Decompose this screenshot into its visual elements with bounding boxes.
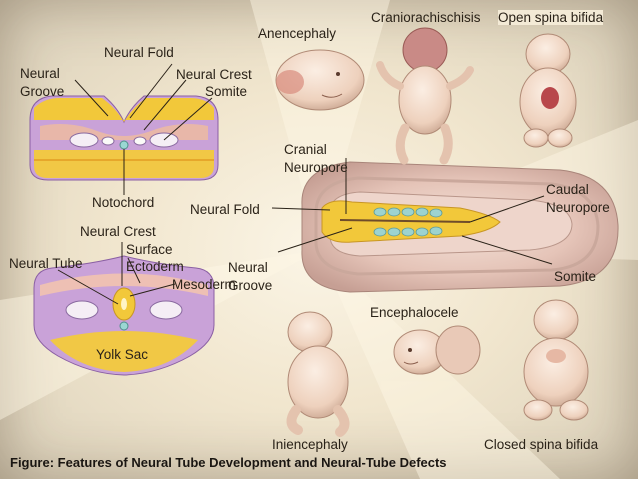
label-cranial-neuropore-line2: Neuropore [284, 160, 348, 175]
label-craniorachischisis: Craniorachischisis [371, 10, 481, 25]
label-neural-tube: Neural Tube [9, 256, 83, 271]
label-somite-top: Somite [205, 84, 248, 99]
open-spina-bifida-figure [519, 33, 577, 148]
label-yolk-sac: Yolk Sac [96, 347, 149, 362]
label-neural-groove-line1: Neural [20, 66, 60, 81]
label-somite-embryo: Somite [554, 269, 597, 284]
label-encephalocele: Encephalocele [370, 305, 459, 320]
embryo-leader-lines [271, 158, 553, 265]
label-anencephaly: Anencephaly [258, 26, 337, 41]
label-neural-crest-bottom: Neural Crest [80, 224, 156, 239]
label-cranial-neuropore-line1: Cranial [284, 142, 327, 157]
encephalocele-figure [393, 325, 481, 375]
craniorachischisis-figure [376, 27, 474, 165]
label-surface-ectoderm-line2: Ectoderm [126, 259, 184, 274]
label-notochord: Notochord [92, 195, 155, 210]
top-leader-lines [74, 63, 213, 195]
label-neural-groove-embryo-line1: Neural [228, 260, 268, 275]
bottom-leader-lines [57, 242, 176, 305]
label-mesoderm: Mesoderm [172, 277, 236, 292]
closed-spina-bifida-figure [523, 299, 589, 421]
label-open-spina-bifida: Open spina bifida [498, 10, 604, 25]
label-neural-fold-embryo: Neural Fold [190, 202, 260, 217]
neural-groove-cross-section [29, 95, 219, 181]
label-caudal-neuropore-line1: Caudal [546, 182, 589, 197]
iniencephaly-figure [286, 311, 350, 437]
label-surface-ectoderm-line1: Surface [126, 242, 173, 257]
label-neural-crest-top: Neural Crest [176, 67, 252, 82]
label-iniencephaly: Iniencephaly [272, 437, 348, 452]
label-neural-groove-embryo-line2: Groove [228, 278, 273, 293]
label-caudal-neuropore-line2: Neuropore [546, 200, 610, 215]
anencephaly-figure [275, 49, 365, 111]
label-neural-fold-top: Neural Fold [104, 45, 174, 60]
label-closed-spina-bifida: Closed spina bifida [484, 437, 599, 452]
figure-caption: Figure: Features of Neural Tube Developm… [10, 455, 447, 470]
label-neural-groove-line2: Groove [20, 84, 65, 99]
